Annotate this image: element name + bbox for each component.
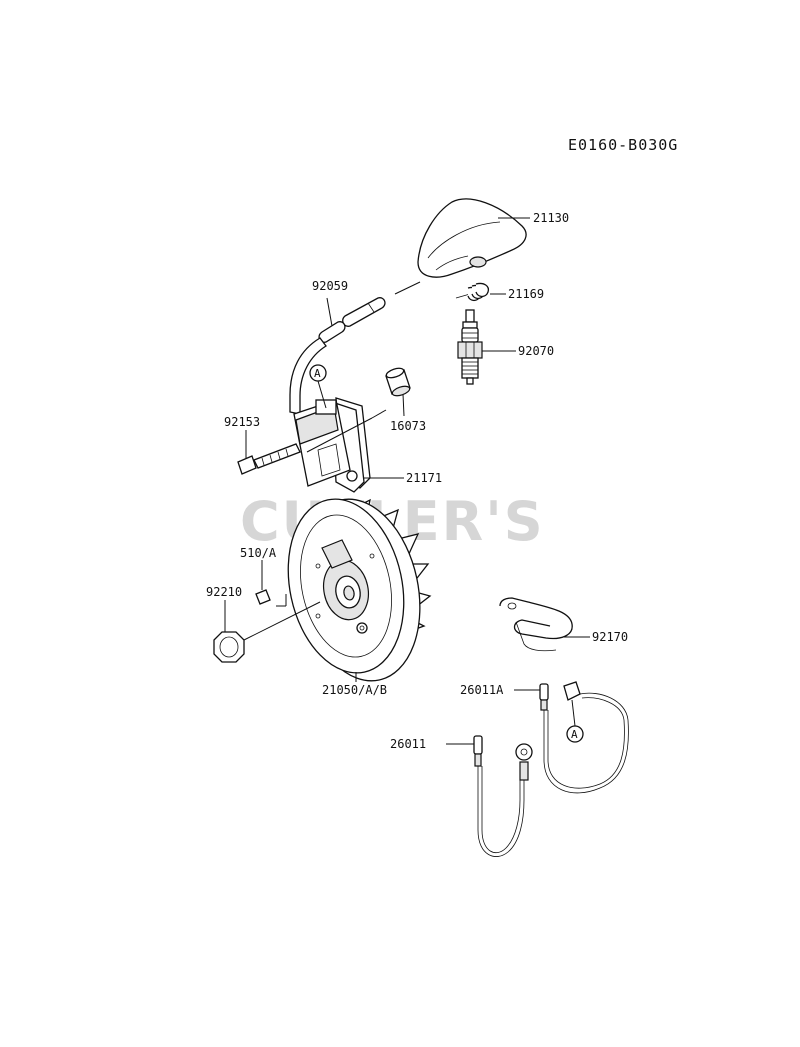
wire-clamp[interactable] — [499, 597, 590, 652]
flywheel-nut[interactable] — [213, 594, 321, 663]
coil-bolt[interactable] — [237, 430, 301, 475]
label-21171: 21171 — [406, 471, 442, 485]
label-21130: 21130 — [533, 211, 569, 225]
callout-a-lead-letter: A — [571, 728, 578, 741]
label-92170: 92170 — [592, 630, 628, 644]
label-21169: 21169 — [508, 287, 544, 301]
spacer[interactable] — [385, 366, 411, 417]
diagram-code: E0160-B030G — [568, 136, 678, 154]
stop-lead-a[interactable] — [514, 681, 629, 794]
label-92059: 92059 — [312, 279, 348, 293]
woodruff-key[interactable] — [255, 560, 271, 605]
callout-a-coil-letter: A — [314, 367, 321, 380]
callout-a-lead — [566, 725, 584, 743]
ignition-coil[interactable] — [293, 397, 404, 493]
label-92153: 92153 — [224, 415, 260, 429]
label-26011: 26011 — [390, 737, 426, 751]
label-16073: 16073 — [390, 419, 426, 433]
label-92210: 92210 — [206, 585, 242, 599]
label-510a: 510/A — [240, 546, 277, 560]
spark-plug[interactable] — [457, 309, 516, 385]
ht-lead-sleeve[interactable] — [318, 281, 421, 343]
label-21050: 21050/A/B — [322, 683, 387, 697]
spring-clip[interactable] — [455, 282, 506, 302]
stop-lead[interactable] — [446, 735, 533, 857]
spark-plug-cap[interactable] — [417, 198, 530, 278]
label-92070: 92070 — [518, 344, 554, 358]
flywheel[interactable] — [273, 488, 436, 692]
label-26011a: 26011A — [460, 683, 504, 697]
